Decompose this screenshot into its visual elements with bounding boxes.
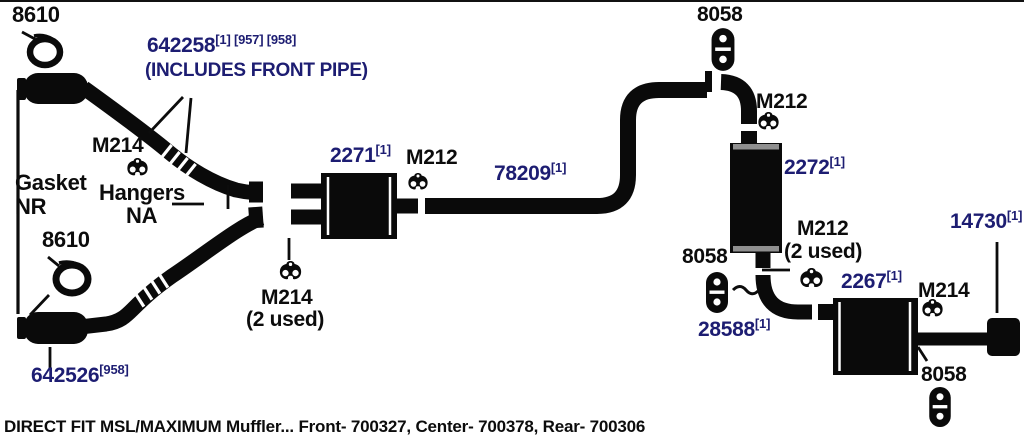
rear-muffler-part-number: 2267[1]: [841, 268, 902, 293]
m214-front-label: M214: [92, 134, 144, 157]
gasket-icon: [927, 386, 953, 428]
callout-lines: [16, 30, 999, 368]
clamp-icon: [49, 256, 95, 298]
hangers-na-label-line1: Hangers: [99, 180, 185, 205]
fitment-note: DIRECT FIT MSL/MAXIMUM Muffler... Front-…: [4, 417, 646, 436]
intermediate-pipe: [425, 82, 707, 214]
m214-y-label-line2: (2 used): [246, 308, 325, 331]
hangers-na-label-line2: NA: [126, 203, 158, 228]
gasket-icon: [710, 27, 736, 72]
rear-muffler-shape: [833, 298, 918, 375]
gasket-nr-label-line2: NR: [15, 194, 47, 219]
m212-used-label-line2: (2 used): [784, 240, 863, 263]
front-pipe-lower: [79, 210, 265, 335]
hanger-icon: [407, 173, 429, 192]
hanger-icon: [278, 261, 303, 282]
connector-pipe-part-number: 28588[1]: [698, 316, 771, 341]
hanger-icon: [757, 112, 780, 132]
connector-pipe: [755, 274, 812, 320]
exhaust-tip-shape: [987, 318, 1020, 356]
gasket-top-label: 8058: [697, 3, 743, 26]
hanger-icon: [921, 299, 944, 319]
center-muffler-part-number: 2271[1]: [330, 142, 391, 167]
resonator-shape: [730, 143, 782, 253]
m212-used-label-line1: M212: [797, 217, 849, 240]
center-muffler-shape: [321, 173, 397, 239]
front-pipe-part-number: 642258[1] [957] [958]: [147, 32, 297, 57]
gasket-nr-label-line1: Gasket: [15, 170, 87, 195]
m212-center-label: M212: [406, 146, 458, 169]
front-pipe-lower-part-number: 642526[958]: [31, 362, 129, 387]
front-cat-upper: [24, 73, 88, 104]
clamp-icon: [22, 30, 66, 70]
gasket-mid-label: 8058: [682, 245, 728, 268]
front-cat-lower: [24, 312, 88, 344]
clamp-bottom-label: 8610: [42, 227, 90, 252]
hanger-icon: [799, 268, 824, 290]
clamp-top-label: 8610: [12, 2, 60, 27]
tailpipe-part-number: 14730[1]: [950, 208, 1023, 233]
m214-rear-label: M214: [918, 279, 970, 302]
flex-hatching: [132, 144, 197, 308]
front-pipe-note: (INCLUDES FRONT PIPE): [145, 60, 368, 81]
m212-upper-right-label: M212: [756, 90, 808, 113]
hanger-icon: [126, 158, 149, 178]
intermediate-pipe-part-number: 78209[1]: [494, 160, 567, 185]
m214-y-label-line1: M214: [261, 286, 313, 309]
gasket-rear-label: 8058: [921, 363, 967, 386]
gasket-icon: [704, 271, 730, 314]
resonator-part-number: 2272[1]: [784, 154, 845, 179]
